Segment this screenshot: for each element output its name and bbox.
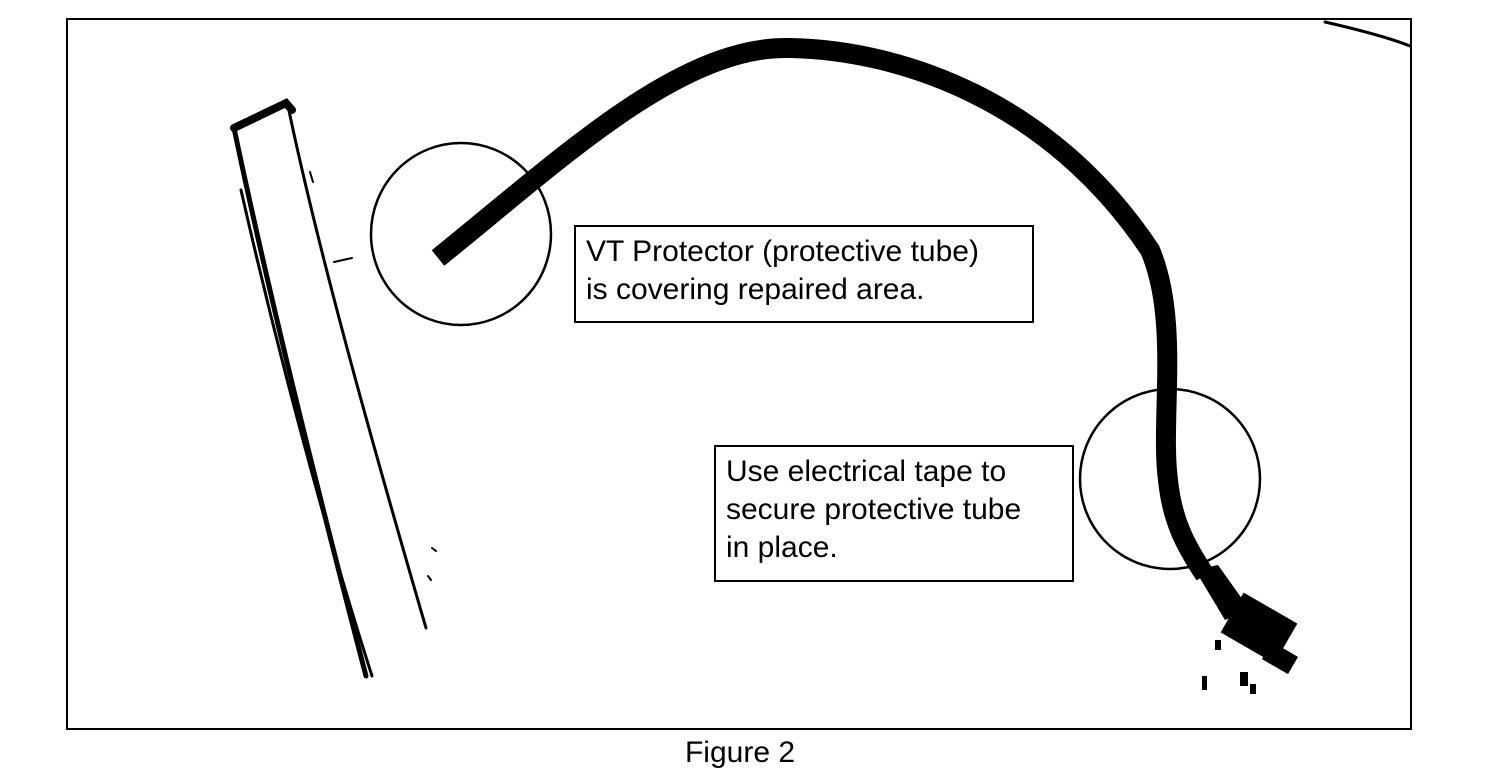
callout-vt-protector: VT Protector (protective tube) is coveri…: [574, 225, 1034, 323]
highlight-circle-top: [369, 141, 553, 327]
connector: [1195, 565, 1298, 694]
callout-vt-protector-line1: VT Protector (protective tube): [586, 235, 979, 268]
body-rail: [230, 20, 1412, 679]
callout-electrical-tape-line3: in place.: [726, 531, 838, 564]
highlight-circle-bottom: [1078, 387, 1262, 571]
callout-electrical-tape: Use electrical tape to secure protective…: [714, 445, 1074, 582]
callout-vt-protector-line2: is covering repaired area.: [586, 273, 925, 306]
protective-tube: [431, 37, 1214, 581]
figure-caption: Figure 2: [684, 736, 796, 769]
callout-electrical-tape-line1: Use electrical tape to: [726, 455, 1007, 488]
callout-electrical-tape-line2: secure protective tube: [726, 493, 1022, 526]
